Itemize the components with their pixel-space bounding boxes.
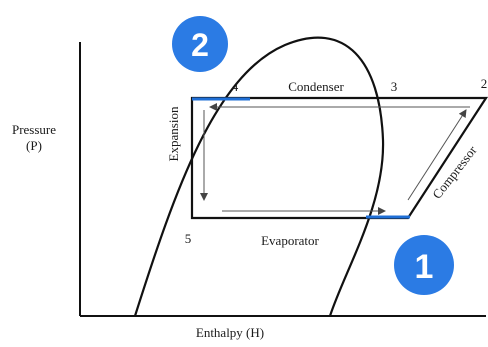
badge-2: 2 xyxy=(172,16,228,72)
badge-1-number: 1 xyxy=(415,248,434,286)
badge-2-number: 2 xyxy=(191,27,209,63)
point-2-label: 2 xyxy=(481,76,488,91)
saturation-dome xyxy=(133,36,385,317)
compressor-flow-arrow xyxy=(407,109,467,201)
point-4-label: 4 xyxy=(232,79,239,94)
x-axis-label: Enthalpy (H) xyxy=(196,325,264,340)
expansion-label: Expansion xyxy=(166,106,181,161)
y-axis-label-line2: (P) xyxy=(26,138,42,153)
badge-1: 1 xyxy=(394,235,454,295)
condenser-label: Condenser xyxy=(288,79,344,94)
evaporator-label: Evaporator xyxy=(261,233,319,248)
point-5-label: 5 xyxy=(185,231,192,246)
y-axis-label-line1: Pressure xyxy=(12,122,56,137)
point-3-label: 3 xyxy=(391,79,398,94)
